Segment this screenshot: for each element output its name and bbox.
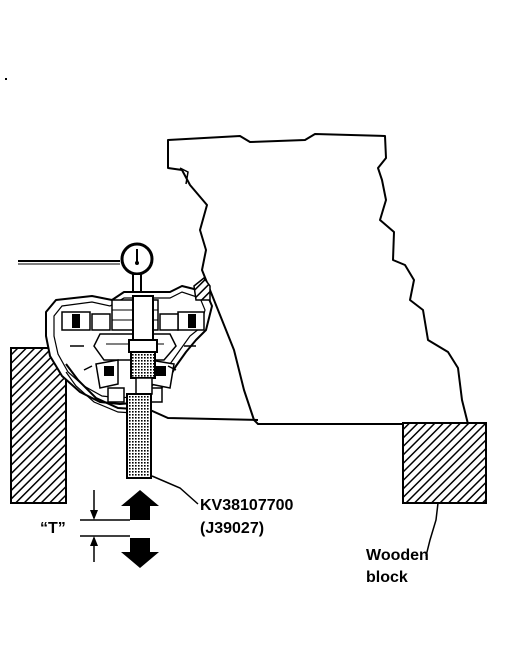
block-leader-line <box>425 502 439 557</box>
tool-alt-number-label: (J39027) <box>200 520 265 537</box>
stray-dot <box>5 78 7 80</box>
wooden-block-label-line2: block <box>366 569 408 586</box>
transmission-case <box>167 133 469 425</box>
special-tool <box>126 295 158 479</box>
right-wooden-block <box>402 422 487 504</box>
tool-number-label: KV38107700 <box>200 497 294 514</box>
tool-leader-line <box>151 475 199 505</box>
left-wooden-block <box>10 347 67 504</box>
arrow-up-icon <box>121 490 159 520</box>
dial-gauge-icon <box>120 242 154 297</box>
dimension-t-label: “T” <box>40 520 66 537</box>
arrow-down-icon <box>121 538 159 568</box>
case-detail-line <box>179 167 189 185</box>
mounting-arm <box>65 363 259 421</box>
wooden-block-label-line1: Wooden <box>366 547 429 564</box>
dimension-t-marker <box>80 490 130 562</box>
